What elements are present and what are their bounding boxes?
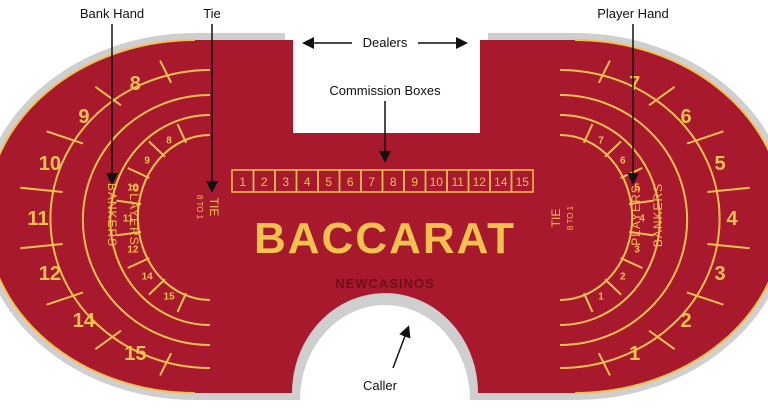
- seat-number: 4: [726, 208, 738, 230]
- caller-label: Caller: [363, 378, 398, 393]
- seat-number: 11: [123, 214, 134, 225]
- seat-number: 3: [715, 263, 726, 285]
- left-players-band: PLAYERS: [127, 184, 141, 245]
- commission-box-number: 9: [411, 175, 418, 189]
- right-bankers-band: BANKERS: [651, 183, 665, 247]
- brand-logo: NEWCASINOS: [335, 276, 435, 291]
- commission-box-number: 14: [494, 175, 508, 189]
- seat-number: 8: [166, 136, 172, 147]
- seat-number: 11: [27, 208, 48, 230]
- seat-number: 5: [715, 153, 726, 175]
- left-seat-area: [0, 39, 211, 394]
- commission-box-number: 5: [325, 175, 332, 189]
- left-bankers-band: BANKERS: [105, 183, 119, 247]
- commission-box-number: 1: [239, 175, 246, 189]
- seat-number: 1: [629, 343, 640, 365]
- commission-box-number: 3: [282, 175, 289, 189]
- seat-number: 10: [39, 153, 61, 175]
- seat-number: 14: [142, 271, 154, 282]
- left-tie-label: TIE: [207, 198, 221, 217]
- seat-number: 10: [127, 183, 139, 194]
- commission-box-number: 6: [347, 175, 354, 189]
- dealers-label: Dealers: [363, 35, 408, 50]
- seat-number: 7: [629, 73, 640, 95]
- left-tie-odds: 8 TO 1: [195, 195, 204, 220]
- right-tie-odds: 8 TO 1: [566, 205, 575, 230]
- commission-box-number: 12: [473, 175, 487, 189]
- seat-number: 15: [124, 343, 146, 365]
- commission-box: [510, 169, 534, 193]
- commission-box-number: 4: [304, 175, 311, 189]
- seat-number: 9: [78, 106, 89, 128]
- seat-number: 8: [130, 73, 141, 95]
- tie-label: Tie: [203, 6, 221, 21]
- seat-number: 14: [73, 310, 96, 332]
- seat-number: 15: [163, 291, 175, 302]
- player-hand-label: Player Hand: [597, 6, 669, 21]
- commission-boxes-label: Commission Boxes: [329, 83, 441, 98]
- seat-number: 4: [639, 214, 645, 225]
- seat-number: 7: [598, 136, 604, 147]
- seat-number: 3: [634, 244, 640, 255]
- commission-box-number: 15: [516, 175, 530, 189]
- seat-number: 6: [620, 156, 626, 167]
- commission-box-number: 11: [452, 175, 465, 189]
- bank-hand-label: Bank Hand: [80, 6, 144, 21]
- commission-box-number: 10: [430, 175, 444, 189]
- seat-number: 5: [634, 183, 640, 194]
- seat-number: 12: [39, 263, 61, 285]
- right-players-band: PLAYERS: [629, 184, 643, 245]
- seat-number: 12: [127, 244, 139, 255]
- annotation-arrows: [106, 24, 639, 369]
- table-title: BACCARAT: [254, 214, 516, 263]
- seat-number: 2: [681, 310, 692, 332]
- table-felt: [0, 40, 768, 393]
- seat-number: 1: [598, 291, 604, 302]
- commission-box-number: 7: [368, 175, 375, 189]
- right-tie-label: TIE: [549, 209, 563, 228]
- seat-number: 6: [681, 106, 692, 128]
- commission-box-number: 2: [261, 175, 268, 189]
- seat-number: 9: [144, 156, 150, 167]
- commission-box-number: 8: [390, 175, 397, 189]
- seat-number: 2: [620, 271, 626, 282]
